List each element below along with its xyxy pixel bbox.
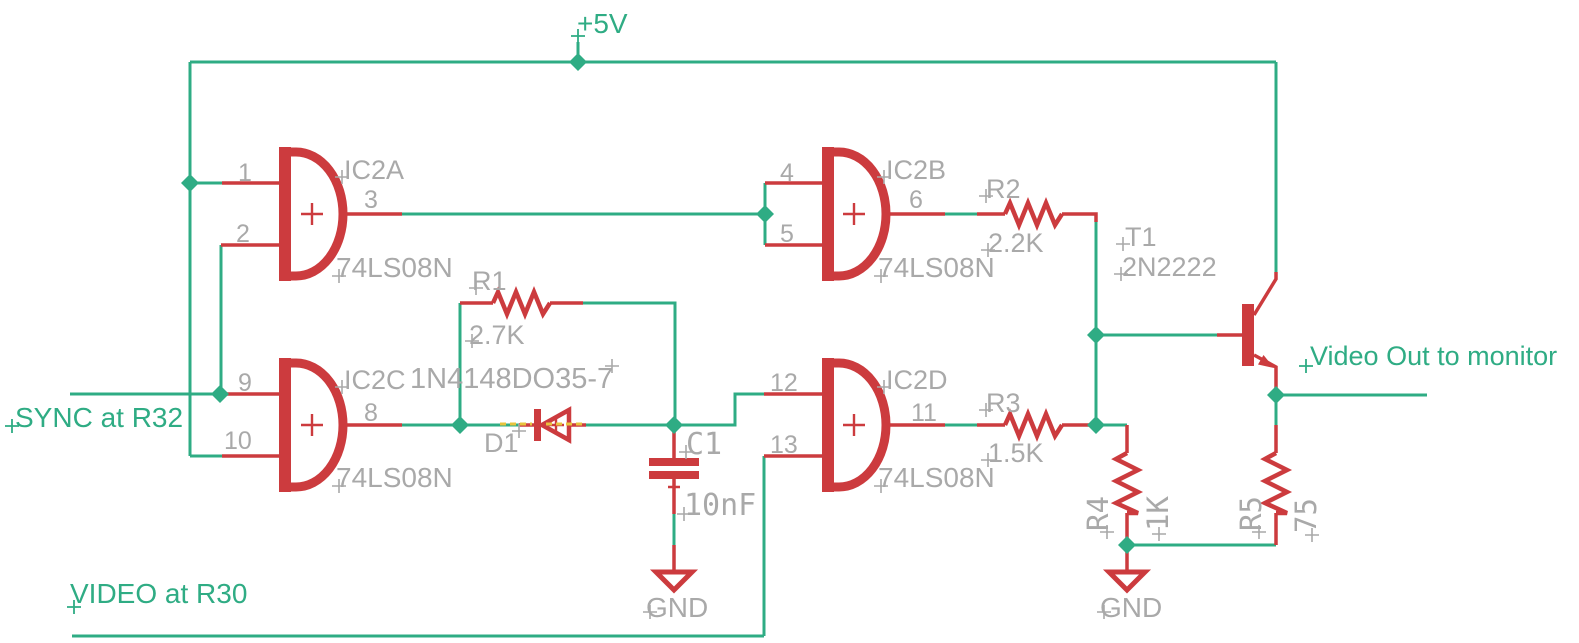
gate-name-ic2c: IC2C bbox=[344, 365, 406, 395]
junction-dot bbox=[451, 416, 469, 434]
ic2d-pin-stubs bbox=[764, 392, 945, 458]
gate-ic2a-body bbox=[279, 147, 348, 281]
net-wires bbox=[70, 42, 1427, 638]
t1-ref-label: T1 bbox=[1125, 222, 1157, 252]
junction-dot bbox=[1087, 326, 1105, 344]
pin-number: 5 bbox=[780, 220, 794, 248]
pin-number: 13 bbox=[770, 431, 798, 459]
gate-ic2d-body bbox=[822, 358, 891, 492]
gate-part-ic2a: 74LS08N bbox=[336, 252, 453, 283]
origin-cross-marks-green bbox=[5, 29, 1313, 614]
junction-dot bbox=[181, 174, 199, 192]
pin-number: 6 bbox=[909, 186, 923, 214]
r4-ref-label: R4 bbox=[1081, 496, 1115, 531]
r1-value-label: 2.7K bbox=[469, 320, 525, 350]
labels: +5V SYNC at R32 VIDEO at R30 Video Out t… bbox=[15, 8, 1557, 623]
pin-number: 8 bbox=[364, 399, 378, 427]
c1-ref-label: C1 bbox=[686, 427, 722, 462]
resistor-r3-symbol bbox=[1002, 408, 1064, 442]
r2-ref-label: R2 bbox=[986, 174, 1021, 204]
junction-dot bbox=[1267, 386, 1285, 404]
gate-name-ic2a: IC2A bbox=[344, 155, 404, 185]
diode-d1-symbol bbox=[500, 406, 584, 444]
r1-loop-right bbox=[583, 301, 677, 425]
junction-dot bbox=[569, 53, 587, 71]
c1-value-label: 10nF bbox=[684, 488, 756, 523]
gate-ic2b-body bbox=[822, 147, 891, 281]
resistor-r2-symbol bbox=[1002, 197, 1064, 231]
gate-name-ic2b: IC2B bbox=[886, 155, 946, 185]
r5-value-label: 75 bbox=[1289, 498, 1323, 533]
gate-center-cross bbox=[301, 414, 323, 436]
gate-outline bbox=[290, 358, 348, 492]
r2-value-label: 2.2K bbox=[988, 228, 1044, 258]
gate-outline bbox=[290, 147, 348, 281]
gnd-label-c1: GND bbox=[646, 592, 708, 623]
gate-center-cross bbox=[843, 414, 865, 436]
gate-input-bar bbox=[279, 147, 291, 281]
gate-input-bar bbox=[822, 147, 834, 281]
ic2c-pin-stubs bbox=[222, 392, 402, 458]
transistor-base-bar bbox=[1242, 304, 1254, 366]
gate-part-ic2b: 74LS08N bbox=[878, 252, 995, 283]
pin-number: 12 bbox=[770, 369, 798, 397]
gate-part-ic2d: 74LS08N bbox=[878, 462, 995, 493]
video-out-label: Video Out to monitor bbox=[1310, 341, 1557, 371]
ic2b-pin-stubs bbox=[765, 181, 945, 247]
junction-dot bbox=[1118, 536, 1136, 554]
junction-dot bbox=[1087, 416, 1105, 434]
pin12-jog-wire bbox=[675, 392, 764, 427]
origin-cross-marks-gray bbox=[332, 170, 1319, 619]
emitter-arrow bbox=[1258, 355, 1274, 368]
gate-ic2c-body bbox=[279, 358, 348, 492]
gate-part-ic2c: 74LS08N bbox=[336, 462, 453, 493]
resistor-r5-symbol bbox=[1259, 451, 1293, 516]
r3-ref-label: R3 bbox=[986, 388, 1021, 418]
pin-number: 3 bbox=[364, 186, 378, 214]
r4-value-label: 1K bbox=[1141, 496, 1175, 531]
junction-dot bbox=[756, 205, 774, 223]
pin-number: 10 bbox=[224, 427, 252, 455]
t1-value-label: 2N2222 bbox=[1122, 252, 1217, 282]
junction-dots bbox=[181, 53, 1285, 554]
resistor-r1-symbol bbox=[490, 286, 552, 320]
junction-dot bbox=[665, 416, 683, 434]
video-input-label: VIDEO at R30 bbox=[70, 578, 247, 609]
cap-plate-top bbox=[649, 458, 699, 466]
sync-input-label: SYNC at R32 bbox=[15, 402, 183, 433]
ic2a-pin-stubs bbox=[221, 181, 402, 247]
r3-value-label: 1.5K bbox=[988, 438, 1044, 468]
cap-plate-bottom bbox=[649, 471, 699, 479]
gate-outline bbox=[833, 147, 891, 281]
transistor-t1-symbol bbox=[1242, 304, 1274, 368]
pin-number: 9 bbox=[238, 369, 252, 397]
gnd-label-r4: GND bbox=[1100, 592, 1162, 623]
gate-input-bar bbox=[279, 358, 291, 492]
pin-number: 2 bbox=[236, 220, 250, 248]
junction-dot bbox=[211, 385, 229, 403]
t1-collector-lead bbox=[1252, 272, 1278, 316]
cap-origin-cross bbox=[668, 481, 680, 493]
resistor-r4-symbol bbox=[1110, 451, 1144, 516]
gate-outline bbox=[833, 358, 891, 492]
gate-name-ic2d: IC2D bbox=[886, 365, 948, 395]
capacitor-c1-symbol bbox=[649, 458, 699, 493]
gnd-symbol-c1 bbox=[649, 569, 699, 594]
gate-center-cross bbox=[301, 203, 323, 225]
gate-center-cross bbox=[843, 203, 865, 225]
r1-ref-label: R1 bbox=[472, 266, 507, 296]
d1-value-label: 1N4148DO35-7 bbox=[410, 363, 613, 395]
d1-ref-label: D1 bbox=[484, 428, 519, 458]
r5-ref-label: R5 bbox=[1234, 496, 1268, 531]
r2-leads bbox=[977, 212, 1098, 222]
pin-number: 1 bbox=[238, 159, 252, 187]
gnd-symbol-r4 bbox=[1102, 569, 1152, 594]
power-label: +5V bbox=[577, 8, 628, 39]
pin-number: 11 bbox=[911, 399, 937, 427]
gate-input-bar bbox=[822, 358, 834, 492]
pin-number: 4 bbox=[780, 159, 794, 187]
